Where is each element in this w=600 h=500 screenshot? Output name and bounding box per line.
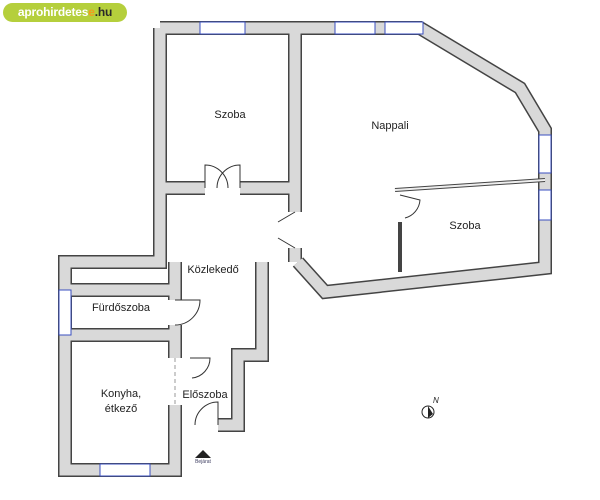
room-label-etkezo: étkező xyxy=(105,403,137,415)
room-label-nappali: Nappali xyxy=(371,120,408,132)
entrance-label: Bejárat xyxy=(195,459,211,465)
room-label-konyha: Konyha, xyxy=(101,388,141,400)
room-label-kozlekedo: Közlekedő xyxy=(187,264,238,276)
entrance-arrow-icon xyxy=(195,450,211,458)
compass-north-label: N xyxy=(433,396,439,405)
room-label-szoba-2: Szoba xyxy=(449,220,481,232)
doors xyxy=(174,164,421,426)
logo-domain: .hu xyxy=(94,5,113,19)
site-logo[interactable]: aprohirdetese.hu xyxy=(3,3,127,22)
room-label-szoba: Szoba xyxy=(214,109,246,121)
windows xyxy=(58,21,552,477)
compass: N xyxy=(421,396,439,419)
entrance-marker: Bejárat xyxy=(195,450,212,465)
logo-accent: e xyxy=(88,5,95,19)
logo-text: aprohirdetes xyxy=(17,5,89,19)
room-label-furdoszoba: Fürdőszoba xyxy=(92,302,151,314)
room-label-eloszoba: Előszoba xyxy=(182,389,228,401)
